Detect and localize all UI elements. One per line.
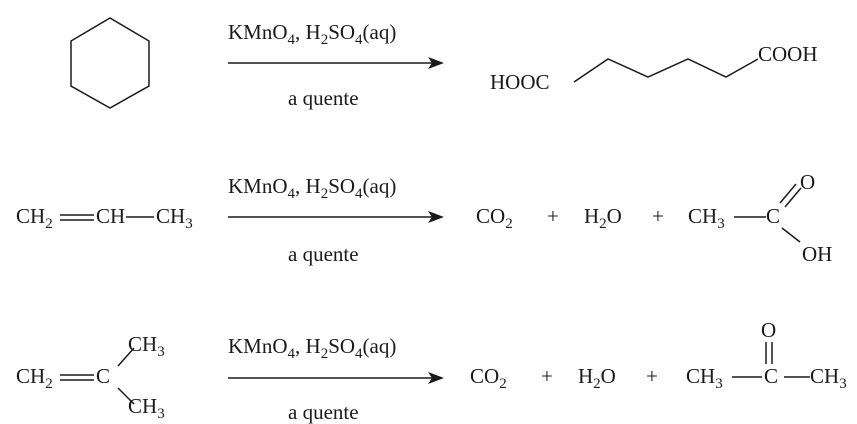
branch-bonds-3 (117, 347, 135, 405)
double-bond-2 (60, 214, 94, 221)
acetone-o: O (761, 318, 777, 342)
condition-label-2: a quente (288, 242, 359, 266)
acetone-c: C (764, 364, 779, 388)
plus-sign-3b: + (646, 364, 658, 388)
reactant-ch2-2: CH2 (16, 204, 53, 232)
product-h2o-2: H2O (584, 204, 622, 232)
acetic-oh: OH (802, 242, 833, 266)
acetic-c: C (766, 204, 781, 228)
product-cooh: COOH (758, 42, 818, 66)
double-bond-3 (60, 374, 94, 381)
plus-sign-2a: + (547, 204, 559, 228)
cyclohexane-ring (70, 17, 150, 109)
reaction-arrow-2 (228, 211, 444, 223)
acetic-ch3: CH3 (688, 204, 725, 232)
product-h2o-3: H2O (578, 364, 616, 392)
reagent-label-2: KMnO4, H2SO4(aq) (228, 174, 397, 202)
acetic-o: O (800, 170, 816, 194)
reagent-label-1: KMnO4, H2SO4(aq) (228, 20, 397, 48)
reactant-ch3-top-3: CH3 (128, 332, 165, 360)
reagent-label-3: KMnO4, H2SO4(aq) (228, 334, 397, 362)
product-co2-3: CO2 (470, 364, 507, 392)
condition-label-3: a quente (288, 400, 359, 424)
condition-label-1: a quente (288, 86, 359, 110)
reactant-c-3: C (96, 364, 111, 388)
adipic-acid-chain (573, 58, 759, 83)
reactant-ch-2: CH (96, 204, 126, 228)
single-bond-2 (126, 216, 154, 218)
plus-sign-2b: + (652, 204, 664, 228)
product-hooc: HOOC (490, 70, 550, 94)
reaction-arrow-3 (228, 372, 444, 384)
product-co2-2: CO2 (476, 204, 513, 232)
reaction-arrow-1 (228, 57, 444, 69)
reactant-ch3-bottom-3: CH3 (128, 394, 165, 422)
acetone-ch3-left: CH3 (686, 364, 723, 392)
reactant-ch3-2: CH3 (156, 204, 193, 232)
acetic-bonds (734, 183, 802, 243)
acetone-bonds (732, 342, 810, 378)
plus-sign-3a: + (541, 364, 553, 388)
acetone-ch3-right: CH3 (810, 364, 847, 392)
reactant-ch2-3: CH2 (16, 364, 53, 392)
